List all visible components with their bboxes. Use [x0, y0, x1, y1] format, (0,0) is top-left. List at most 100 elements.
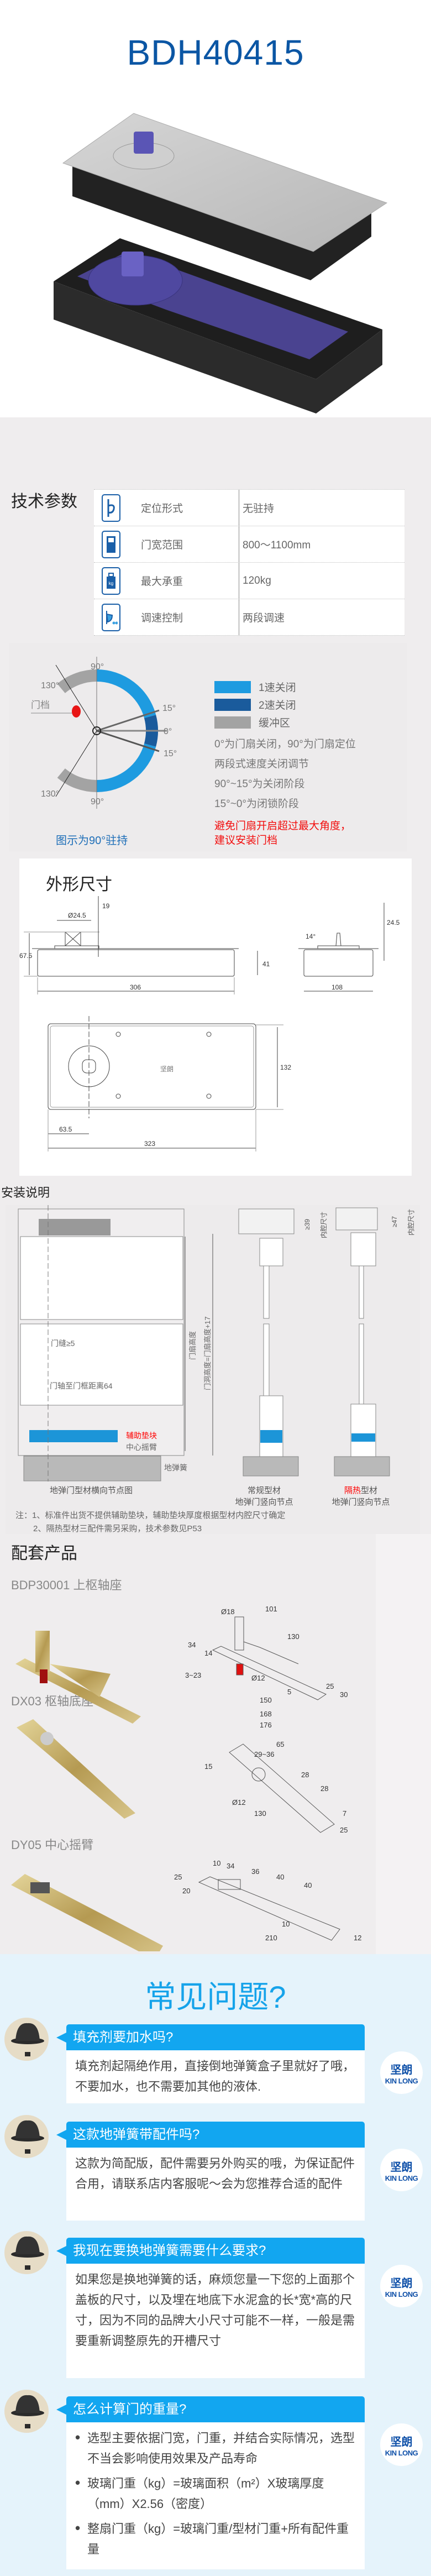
accessory-dim-label: 28 — [301, 1771, 309, 1779]
accessory-dim-label: 150 — [260, 1696, 272, 1704]
legend-swatch — [214, 680, 251, 693]
spec-row: 门宽范围 800～1100mm — [94, 526, 404, 563]
accessory-dim-label: 14 — [204, 1649, 212, 1657]
accessory-dim-label: 25 — [326, 1682, 334, 1690]
angle-label: 0° — [164, 727, 172, 736]
legend-swatch — [214, 716, 251, 729]
accessory-dim-label: 10 — [282, 1920, 290, 1928]
legend-label: 缓冲区 — [259, 718, 291, 729]
accessory-dim-label: 34 — [227, 1862, 234, 1870]
product-title: BDH40415 — [127, 33, 304, 72]
accessory-dim-label: Ø12 — [232, 1798, 246, 1807]
spec-label: 门宽范围 — [141, 540, 183, 551]
faq-question: 我现在要换地弹簧需要什么要求? — [66, 2238, 365, 2264]
door-stop-marker — [72, 705, 81, 718]
dim-label: 19 — [102, 902, 110, 910]
accessory-dim-label: 130 — [254, 1809, 266, 1818]
faq-answer-text: 如果您是换地弹簧的话，麻烦您量一下您的上面那个盖板的尺寸，以及埋在地底下水泥盒的… — [75, 2273, 355, 2348]
faq-bullet: •玻璃门重（kg）=玻璃面积（m²）X玻璃厚度（mm）X2.56（密度） — [75, 2473, 356, 2514]
accessory-photo — [17, 1719, 135, 1819]
accessory-dim-label: Ø12 — [251, 1674, 265, 1682]
install-caption: 常规型材地弹门竖向节点 — [228, 1484, 300, 1507]
brand-cn: 坚朗 — [390, 2277, 413, 2290]
accessory-dim-label: 168 — [260, 1710, 272, 1718]
diagram-caption: 图示为90°驻持 — [56, 834, 128, 847]
spec-value: 120kg — [239, 563, 271, 599]
install-caption: 隔热型材地弹门竖向节点 — [325, 1484, 397, 1507]
speed-control-icon — [102, 603, 120, 631]
dim-label: 24.5 — [387, 919, 400, 926]
weight-icon-text: kg — [109, 581, 113, 586]
angle-label: 90° — [91, 662, 104, 672]
install-drawing: 门缝≥5 门轴至门框距离64 辅助垫块 中心摇臂 地弹簧 门扇高度 门洞高度=门… — [18, 1205, 415, 1481]
dim-label: 63.5 — [59, 1125, 72, 1133]
specs-heading: 技术参数 — [11, 493, 77, 511]
install-label: 门轴至门框距离64 — [50, 1381, 113, 1390]
arc-speed1 — [96, 743, 156, 792]
install-label: 内腔尺寸 — [407, 1209, 415, 1235]
user-avatar — [4, 2231, 49, 2274]
install-label: 地弹簧 — [164, 1463, 187, 1472]
accessory-dim-label: 101 — [265, 1605, 277, 1613]
install-note: 2、隔热型材三配件需另采购，技术参数见P53 — [33, 1524, 202, 1533]
caption-line: 常规型材 — [247, 1486, 281, 1495]
accessory-dim-label: 210 — [265, 1934, 277, 1942]
faq-question: 填充剂要加水吗? — [66, 2024, 365, 2050]
dim-label: 41 — [262, 960, 270, 968]
accessory-dim-label: 65 — [276, 1740, 284, 1748]
weight-icon: kg — [102, 567, 120, 595]
accessory-dim-label: 34 — [188, 1641, 196, 1649]
diagram-note: 90°~15°为关闭阶段 — [214, 778, 305, 790]
cover-logo: 坚朗 — [160, 1065, 174, 1073]
install-note: 注：1、标准件出货不提供辅助垫块，辅助垫块厚度根据型材内腔尺寸确定 — [15, 1511, 286, 1520]
install-label: 中心摇臂 — [126, 1443, 157, 1452]
user-avatar — [4, 2115, 49, 2158]
floor-spring-box — [23, 1455, 161, 1481]
install-heading: 安装说明 — [1, 1186, 50, 1200]
faq-title: 常见问题? — [145, 1980, 286, 2014]
faq-bullet: •整扇门重（kg）=玻璃门重/型材门重+所有配件重量 — [75, 2519, 356, 2559]
diagram-note: 两段式速度关闭调节 — [214, 758, 309, 770]
accessory-dim-label: 25 — [174, 1873, 182, 1881]
faq-answer-text: 这款为简配版，配件需要另外购买的哦，为保证配件合用，请联系店内客服呢～会为您推荐… — [75, 2156, 355, 2191]
arc-buffer — [57, 768, 97, 792]
spec-value: 两段调速 — [239, 599, 285, 635]
install-label: 辅助垫块 — [126, 1431, 157, 1440]
spec-label: 定位形式 — [141, 503, 183, 515]
spec-label: 调速控制 — [141, 612, 183, 624]
dim-label: 132 — [280, 1064, 291, 1071]
user-avatar — [4, 2018, 49, 2061]
dim-label: 14° — [306, 933, 316, 940]
accessory-photo — [11, 1874, 163, 1951]
accessory-dim-label: 7 — [343, 1809, 346, 1818]
dim-label: 67.5 — [19, 952, 33, 960]
faq-answer: 填充剂起隔绝作用，直接倒地弹簧盒子里就好了哦，不要加水，也不需要加其他的液体. — [66, 2050, 365, 2103]
angle-label: 90° — [91, 797, 104, 807]
accessory-dim-label: 15 — [204, 1762, 212, 1771]
dim-label: 306 — [130, 983, 141, 991]
spec-value: 800～1100mm — [239, 526, 311, 562]
accessory-photo — [15, 1631, 141, 1724]
angle-label: 130° — [41, 789, 59, 799]
accessory-dim-label: 3~23 — [185, 1671, 201, 1679]
accessory-dim-label: 40 — [276, 1873, 284, 1881]
faq-answer: 如果您是换地弹簧的话，麻烦您量一下您的上面那个盖板的尺寸，以及埋在地底下水泥盒的… — [66, 2264, 365, 2378]
bubble-tail — [56, 2245, 67, 2256]
legend-swatch — [214, 698, 251, 711]
brand-en: KIN LONG — [385, 2448, 418, 2457]
door-icon — [102, 530, 120, 558]
install-label: 门洞高度=门扇高度+17 — [203, 1316, 212, 1390]
brand-cn: 坚朗 — [390, 2161, 413, 2174]
faq-answer-text: 填充剂起隔绝作用，直接倒地弹簧盒子里就好了哦，不要加水，也不需要加其他的液体. — [75, 2059, 355, 2093]
bubble-tail — [56, 2032, 67, 2043]
product-image — [54, 113, 388, 413]
caption-line: 型材 — [361, 1486, 378, 1495]
user-avatar — [4, 2390, 49, 2433]
accessory-dim-label: 176 — [260, 1721, 272, 1729]
dimensions-panel: 外形尺寸 Ø24.5 19 67.5 41 306 14° 24.5 108 6… — [19, 858, 412, 1176]
door-stop-label: 门档 — [31, 700, 50, 710]
arc-speed1 — [96, 669, 156, 719]
accessory-name: DY05 中心摇臂 — [11, 1838, 94, 1852]
